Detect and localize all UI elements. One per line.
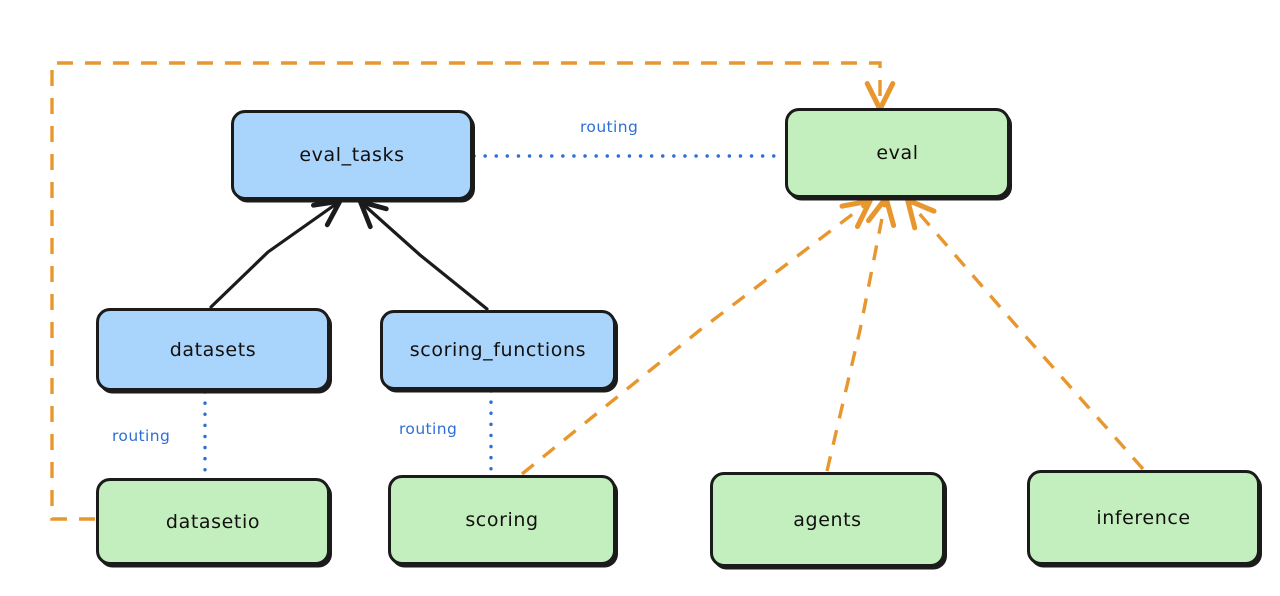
edge-label-routing-eval-tasks-eval: routing: [580, 118, 639, 136]
edge-scoring-to-eval: [520, 198, 873, 476]
node-label-eval-tasks: eval_tasks: [299, 144, 405, 166]
node-agents[interactable]: agents: [710, 472, 945, 567]
edge-scoring-functions-to-eval-tasks: [358, 199, 489, 311]
node-label-datasets: datasets: [169, 338, 257, 361]
node-scoring[interactable]: scoring: [388, 475, 616, 565]
node-scoring-functions[interactable]: scoring_functions: [380, 310, 616, 390]
node-datasets[interactable]: datasets: [96, 308, 330, 391]
node-label-agents: agents: [793, 508, 862, 531]
node-label-inference: inference: [1096, 506, 1191, 529]
edge-inference-to-eval: [905, 197, 1145, 471]
node-inference[interactable]: inference: [1027, 470, 1260, 565]
node-label-scoring-functions: scoring_functions: [409, 339, 587, 361]
edge-datasets-to-eval-tasks: [209, 198, 343, 309]
node-label-datasetio: datasetio: [165, 510, 261, 533]
edge-label-routing-datasets-datasetio: routing: [112, 427, 171, 445]
node-eval[interactable]: eval: [785, 108, 1010, 198]
node-datasetio[interactable]: datasetio: [96, 478, 330, 565]
edge-datasetio-to-eval: [50, 61, 896, 521]
edge-label-routing-scoring-functions-scoring: routing: [399, 420, 458, 438]
node-label-eval: eval: [876, 142, 919, 164]
node-label-scoring: scoring: [465, 509, 539, 531]
edge-agents-to-eval: [825, 195, 897, 472]
node-eval-tasks[interactable]: eval_tasks: [231, 110, 473, 200]
